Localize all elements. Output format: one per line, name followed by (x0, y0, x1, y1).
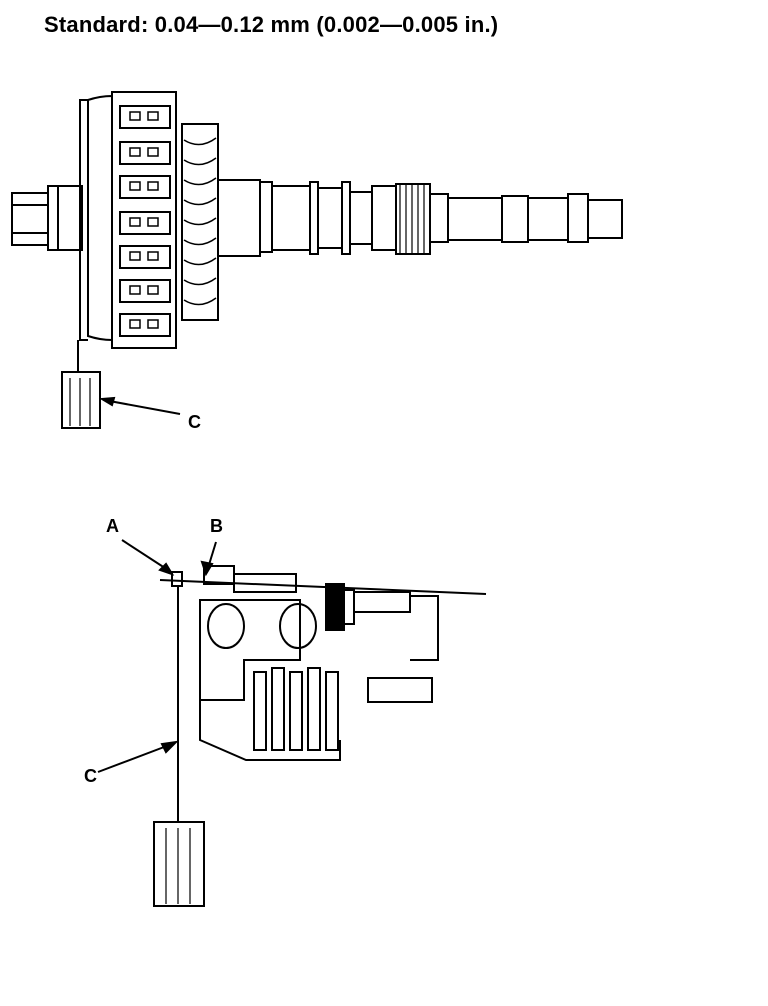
callout-top-c: C (188, 412, 201, 432)
leader-a (121, 539, 169, 571)
leader-bottom-c (97, 743, 173, 773)
shaft-spline-gear (395, 183, 431, 255)
clutch-section-assembly (97, 539, 487, 907)
callout-b: B (210, 516, 223, 536)
snap-ring-a (171, 571, 183, 587)
mainshaft-assembly (11, 91, 623, 429)
standard-clearance-spec: Standard: 0.04—0.12 mm (0.002—0.005 in.) (44, 12, 499, 37)
callout-a: A (106, 516, 119, 536)
callout-bottom-c: C (84, 766, 97, 786)
clutch-drum-slots (119, 105, 171, 337)
reference-line (159, 579, 487, 595)
return-spring-block (325, 583, 345, 631)
clutch-plates (253, 667, 339, 751)
feeler-gauge-handle-top (61, 371, 101, 429)
leader-top-c (103, 399, 181, 415)
feeler-gauge-handle-bottom (153, 821, 205, 907)
